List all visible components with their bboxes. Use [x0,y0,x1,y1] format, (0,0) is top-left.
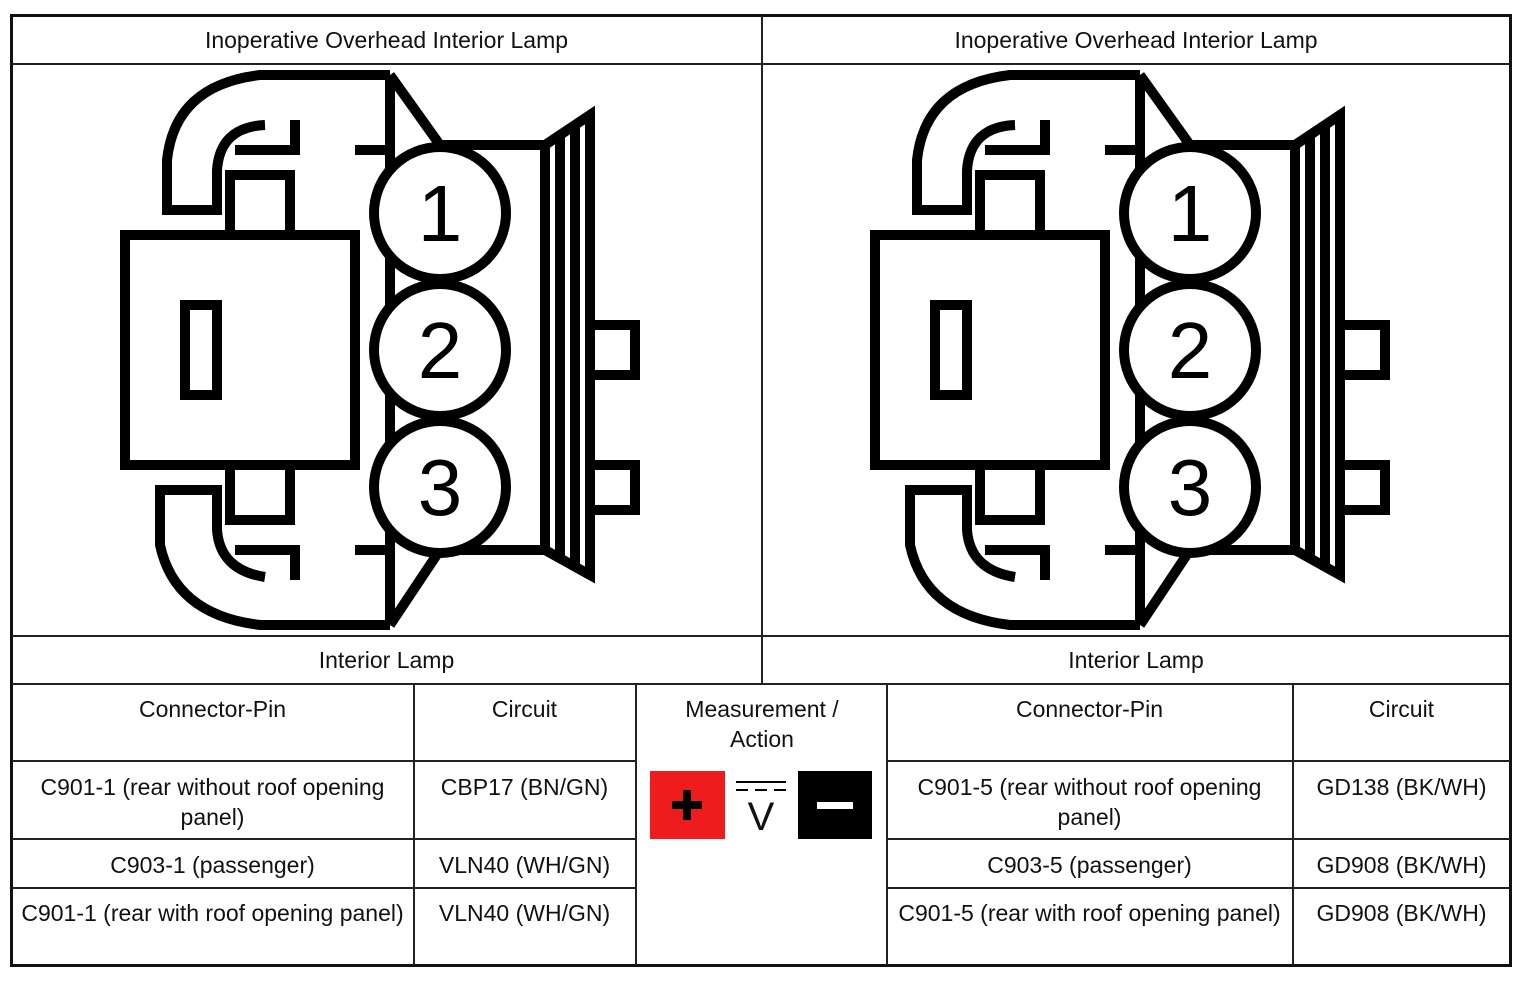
pin-2-label: 2 [418,306,463,395]
pin-1-label: 1 [418,169,463,258]
table-row-3-left-pin: C901-1 (rear with roof opening panel) [21,900,404,926]
table-row-3-left-circuit: VLN40 (WH/GN) [438,900,611,926]
pin-3-label: 3 [418,443,463,532]
panel-caption-right: Interior Lamp [1068,647,1204,673]
header-connector-pin-right: Connector-Pin [1015,696,1164,722]
header-circuit-left: Circuit [491,696,558,722]
pin-2-label: 2 [1168,306,1213,395]
pin-1-label: 1 [1168,169,1213,258]
panel-caption-left: Interior Lamp [318,647,455,673]
table-row-2-left-pin: C903-1 (passenger) [110,852,315,878]
header-connector-pin-left: Connector-Pin [138,696,287,722]
plus-icon [650,771,725,839]
minus-icon [798,771,872,839]
table-row-3-right-circuit: GD908 (BK/WH) [1316,900,1487,926]
pin-3-label: 3 [1168,443,1213,532]
table-row-2-right-pin: C903-5 (passenger) [987,852,1192,878]
diagram-frame [10,14,1512,967]
table-row-1-right-circuit: GD138 (BK/WH) [1316,774,1487,800]
table-row-1-left-pin: C901-1 (rear without roof opening panel) [40,774,385,830]
table-row-1-left-circuit: CBP17 (BN/GN) [440,774,609,800]
connector-diagram-right: 1 2 3 [870,70,1390,630]
table-row-3-right-pin: C901-5 (rear with roof opening panel) [898,900,1281,926]
panel-title-right: Inoperative Overhead Interior Lamp [954,27,1318,53]
panel-title-left: Inoperative Overhead Interior Lamp [204,27,569,53]
measurement-icons: V [650,771,872,839]
voltmeter-symbol: V [747,795,775,839]
table-row-1-right-pin: C901-5 (rear without roof opening panel) [917,774,1262,830]
header-circuit-right: Circuit [1368,696,1435,722]
table-row-2-right-circuit: GD908 (BK/WH) [1316,852,1487,878]
connector-diagram-left: 1 2 3 [120,70,640,630]
header-measurement-action: Measurement / Action [685,696,839,752]
table-row-2-left-circuit: VLN40 (WH/GN) [438,852,611,878]
dc-voltmeter-icon: V [734,771,788,839]
